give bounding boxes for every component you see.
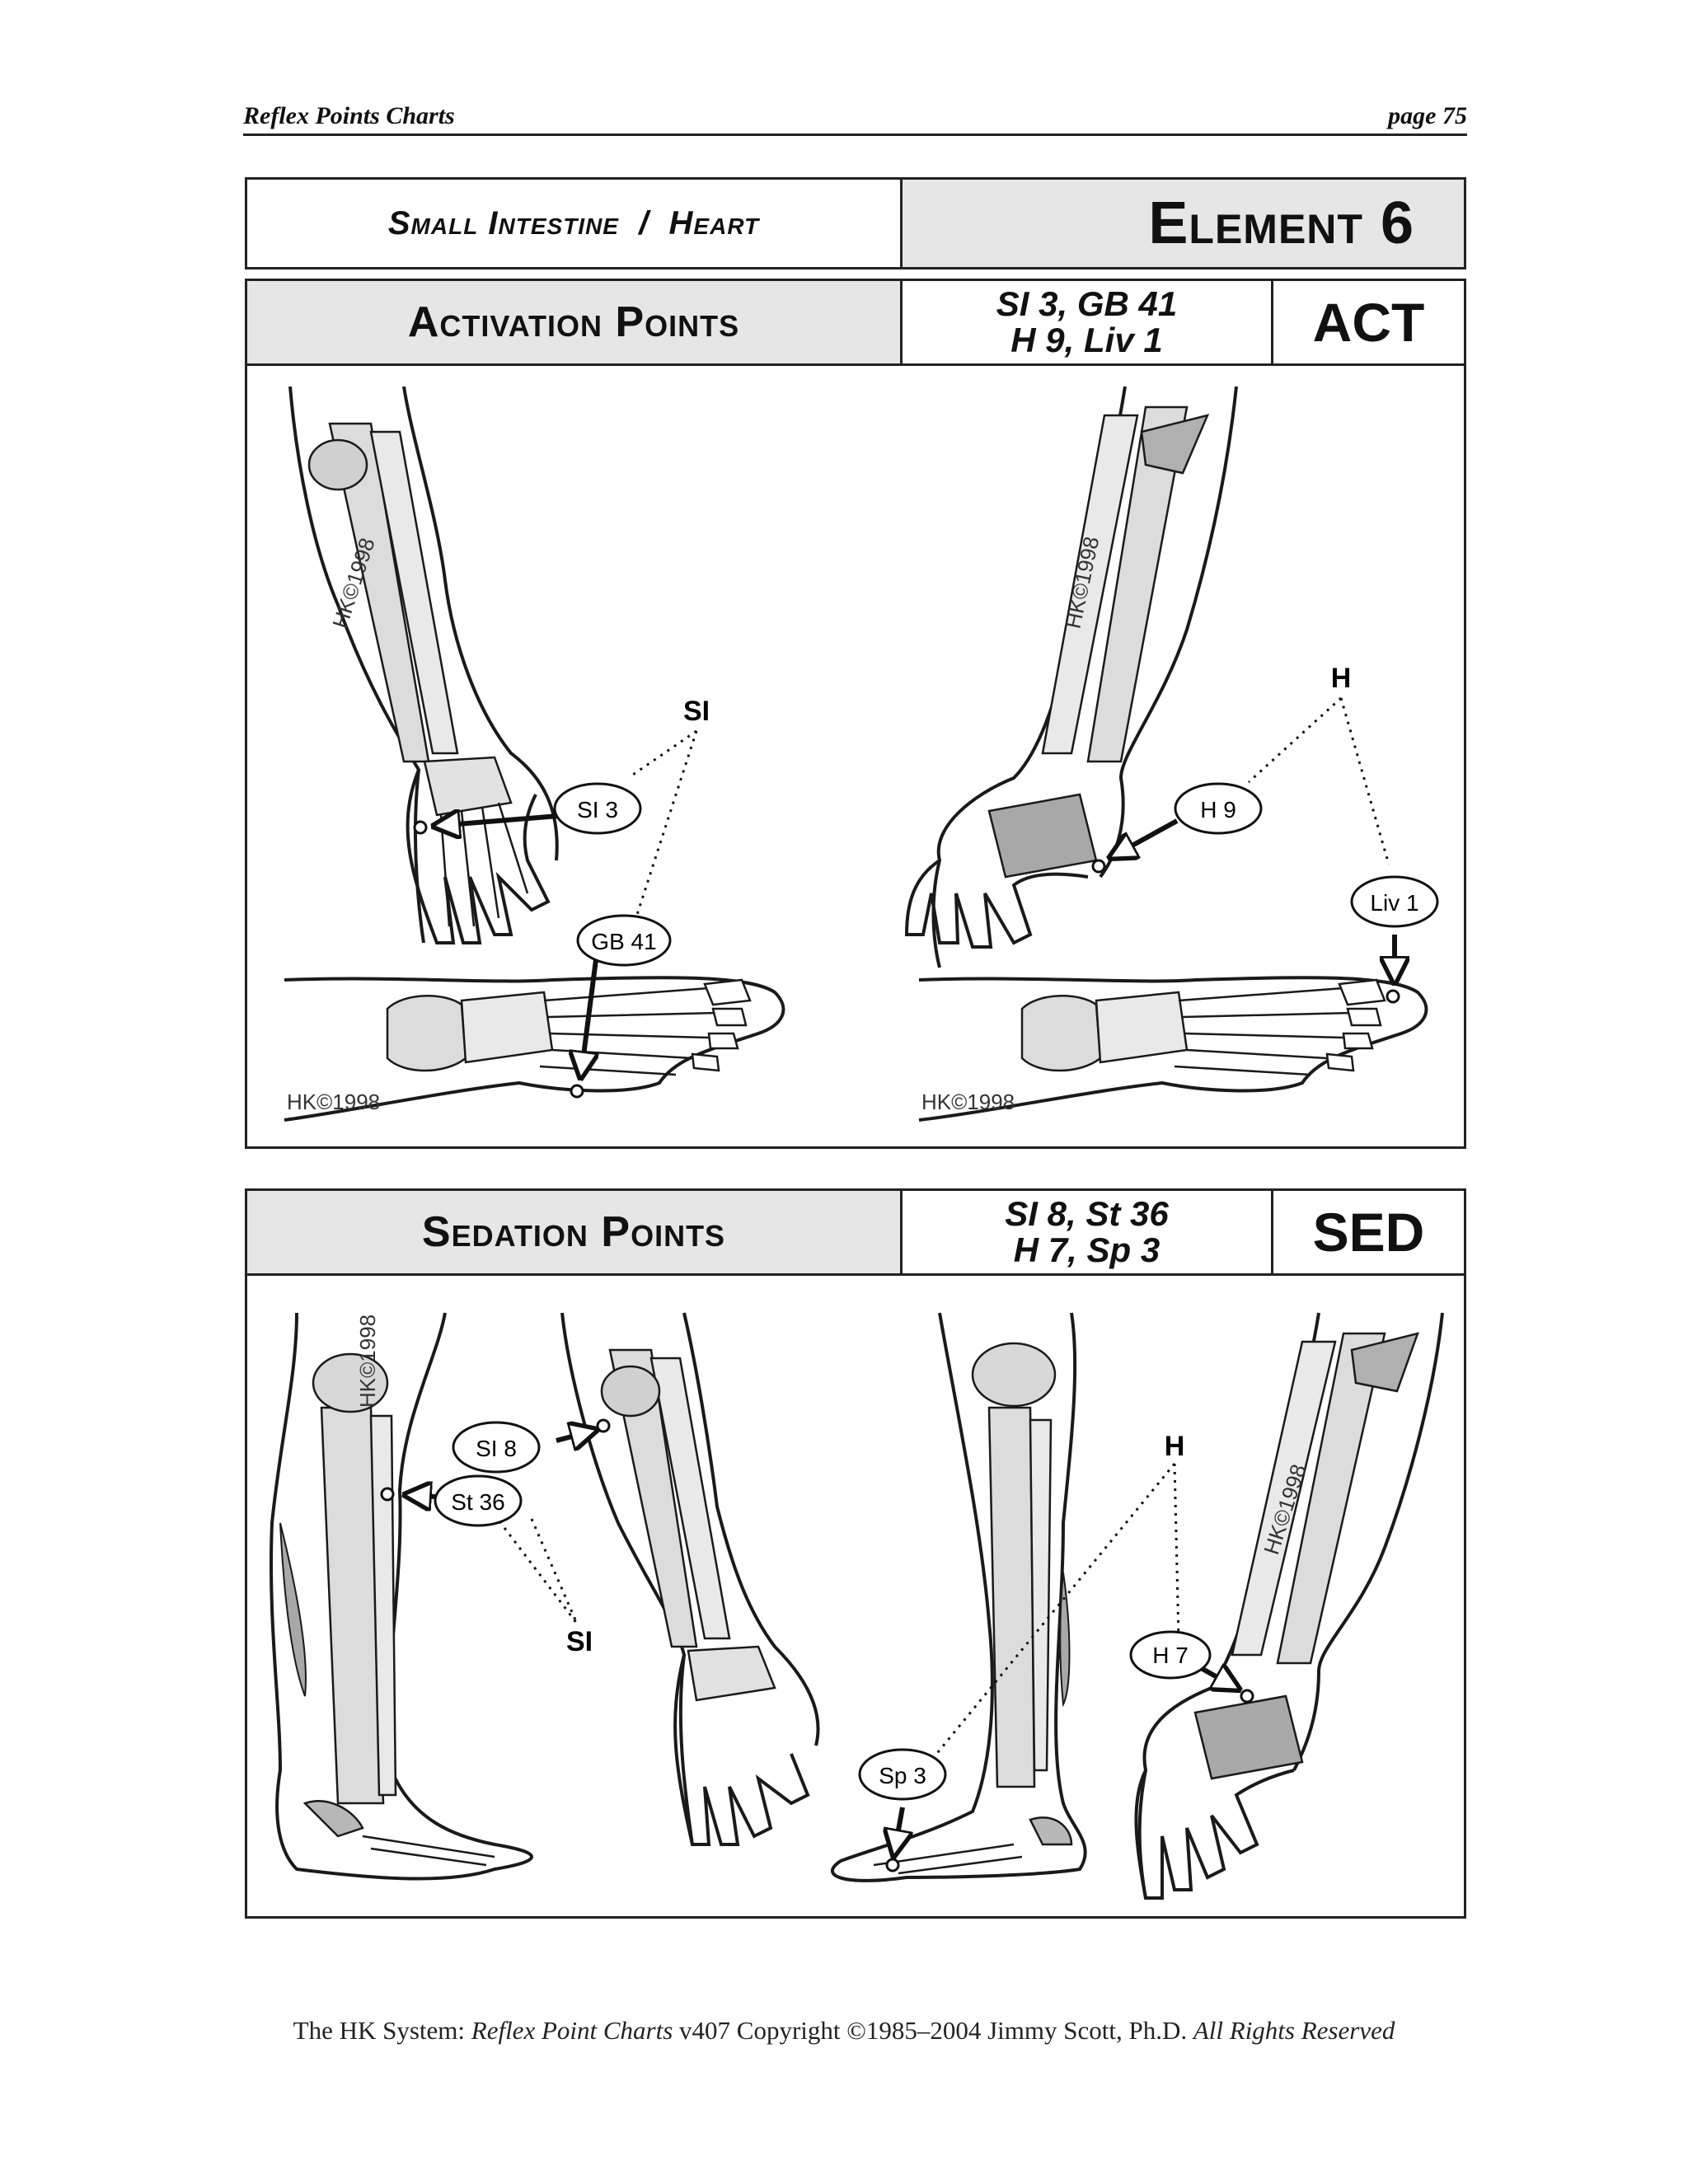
sedation-illustration-panel: HK©1998	[245, 1273, 1466, 1919]
st36-bubble	[434, 1474, 523, 1527]
sp3-bubble	[858, 1748, 947, 1801]
si8-label: SI 8	[476, 1436, 517, 1461]
h-meridian-label-sed: H	[1165, 1431, 1185, 1462]
activation-illustration-panel: HK©1998 HK©1998 HK©1998	[245, 363, 1466, 1149]
right-foot-illustration: HK©1998	[918, 976, 1428, 1122]
title-bar: Small Intestine / Heart Element 6	[245, 177, 1466, 269]
activation-point-list: SI 3, GB 41 H 9, Liv 1	[903, 281, 1273, 363]
sedation-points-line1: SI 8, St 36	[1005, 1194, 1169, 1233]
footer-part3: v407 Copyright ©1985–2004 Jimmy Scott, P…	[673, 2016, 1193, 2045]
activation-points-line2: H 9, Liv 1	[1010, 321, 1163, 359]
gb41-label: GB 41	[591, 929, 656, 954]
si-meridian-label-sed: SI	[566, 1626, 593, 1657]
liv1-bubble	[1350, 875, 1439, 928]
sp3-label: Sp 3	[879, 1763, 926, 1788]
h-meridian-label-act: H	[1331, 663, 1352, 694]
left-foot-illustration: HK©1998	[284, 976, 785, 1122]
watermark-left-leg: HK©1998	[355, 1315, 380, 1408]
left-arm-illustration: HK©1998	[288, 386, 559, 944]
footer-part4: All Rights Reserved	[1193, 2016, 1395, 2045]
sedation-point-list: SI 8, St 36 H 7, Sp 3	[903, 1191, 1273, 1273]
h9-label: H 9	[1200, 797, 1236, 823]
running-head: Reflex Points Charts page 75	[243, 99, 1467, 136]
activation-header: Activation Points SI 3, GB 41 H 9, Liv 1…	[245, 279, 1466, 366]
activation-illustrations: HK©1998 HK©1998 HK©1998	[284, 386, 1439, 1122]
sedation-points-line2: H 7, Sp 3	[1013, 1230, 1160, 1269]
sedation-labels-left	[380, 1418, 611, 1624]
h7-label: H 7	[1152, 1643, 1189, 1668]
si3-bubble	[553, 782, 642, 835]
si8-bubble	[452, 1421, 541, 1474]
h7-bubble	[1129, 1630, 1212, 1680]
element-label: Element 6	[903, 180, 1464, 267]
sedation-header: Sedation Points SI 8, St 36 H 7, Sp 3 SE…	[245, 1188, 1466, 1276]
running-head-title: Reflex Points Charts	[243, 102, 455, 129]
right-leg-illustration	[831, 1312, 1087, 1882]
sedation-illustrations: HK©1998	[270, 1312, 1444, 1900]
left-leg-illustration: HK©1998	[270, 1312, 533, 1881]
activation-labels-right	[1091, 696, 1439, 1004]
gb41-bubble	[576, 914, 672, 967]
right-arm-illustration: HK©1998	[904, 386, 1238, 968]
watermark-right-foot: HK©1998	[921, 1090, 1015, 1114]
st36-label: St 36	[451, 1489, 504, 1515]
sedation-arm-palm-illustration: HK©1998	[1134, 1312, 1444, 1900]
activation-title: Activation Points	[247, 281, 903, 363]
sedation-code: SED	[1312, 1202, 1425, 1263]
activation-points-line1: SI 3, GB 41	[996, 284, 1178, 323]
h9-bubble	[1174, 782, 1263, 835]
si-meridian-label: SI	[683, 696, 710, 727]
si3-label: SI 3	[577, 797, 618, 823]
copyright-footer: The HK System: Reflex Point Charts v407 …	[0, 2016, 1688, 2046]
activation-code: ACT	[1312, 292, 1425, 353]
activation-labels-left	[413, 729, 698, 1099]
watermark-left-foot: HK©1998	[287, 1090, 380, 1114]
sedation-arm-back-illustration	[560, 1312, 820, 1846]
page-number: page 75	[1388, 102, 1467, 129]
sedation-title: Sedation Points	[247, 1191, 903, 1273]
footer-part2: Reflex Point Charts	[471, 2016, 673, 2045]
meridian-names: Small Intestine / Heart	[247, 180, 903, 267]
liv1-label: Liv 1	[1370, 890, 1418, 916]
footer-part1: The HK System:	[293, 2016, 471, 2045]
sedation-labels-right	[858, 1463, 1254, 1872]
